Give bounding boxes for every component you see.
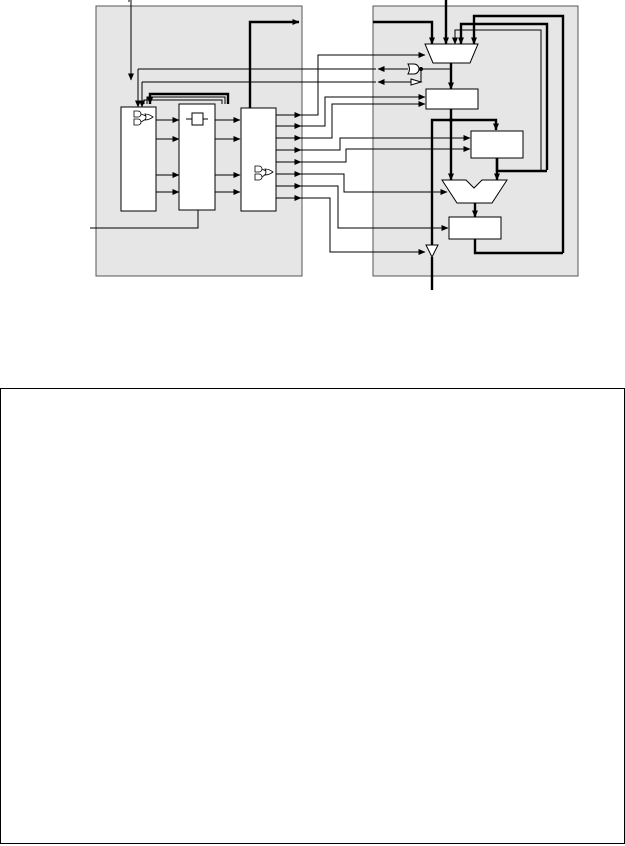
control-signal-routes bbox=[301, 52, 471, 255]
input-mux bbox=[424, 43, 479, 64]
control-signal-outputs bbox=[276, 112, 302, 201]
output-register-block bbox=[448, 216, 502, 240]
alu-block bbox=[441, 179, 508, 204]
output-gates-icon bbox=[254, 165, 274, 181]
register-a-block bbox=[425, 88, 479, 110]
feedback-bus-rega bbox=[452, 29, 542, 170]
clock-wire bbox=[90, 210, 199, 229]
register-b-block bbox=[470, 130, 524, 159]
register-a-output-bus bbox=[430, 109, 453, 245]
caption-box bbox=[0, 388, 625, 844]
comparator-gate-icon bbox=[407, 63, 420, 75]
tri-state-buffer-icon bbox=[425, 244, 439, 259]
block-diagram bbox=[90, 0, 579, 290]
output-logic-block bbox=[240, 107, 277, 212]
state-feedback-bus bbox=[147, 92, 230, 105]
and-gate-icon bbox=[133, 110, 154, 126]
data-bus-to-mux bbox=[248, 19, 300, 108]
feedback-bus-regb bbox=[458, 22, 549, 170]
flip-flop-icon bbox=[191, 112, 204, 126]
